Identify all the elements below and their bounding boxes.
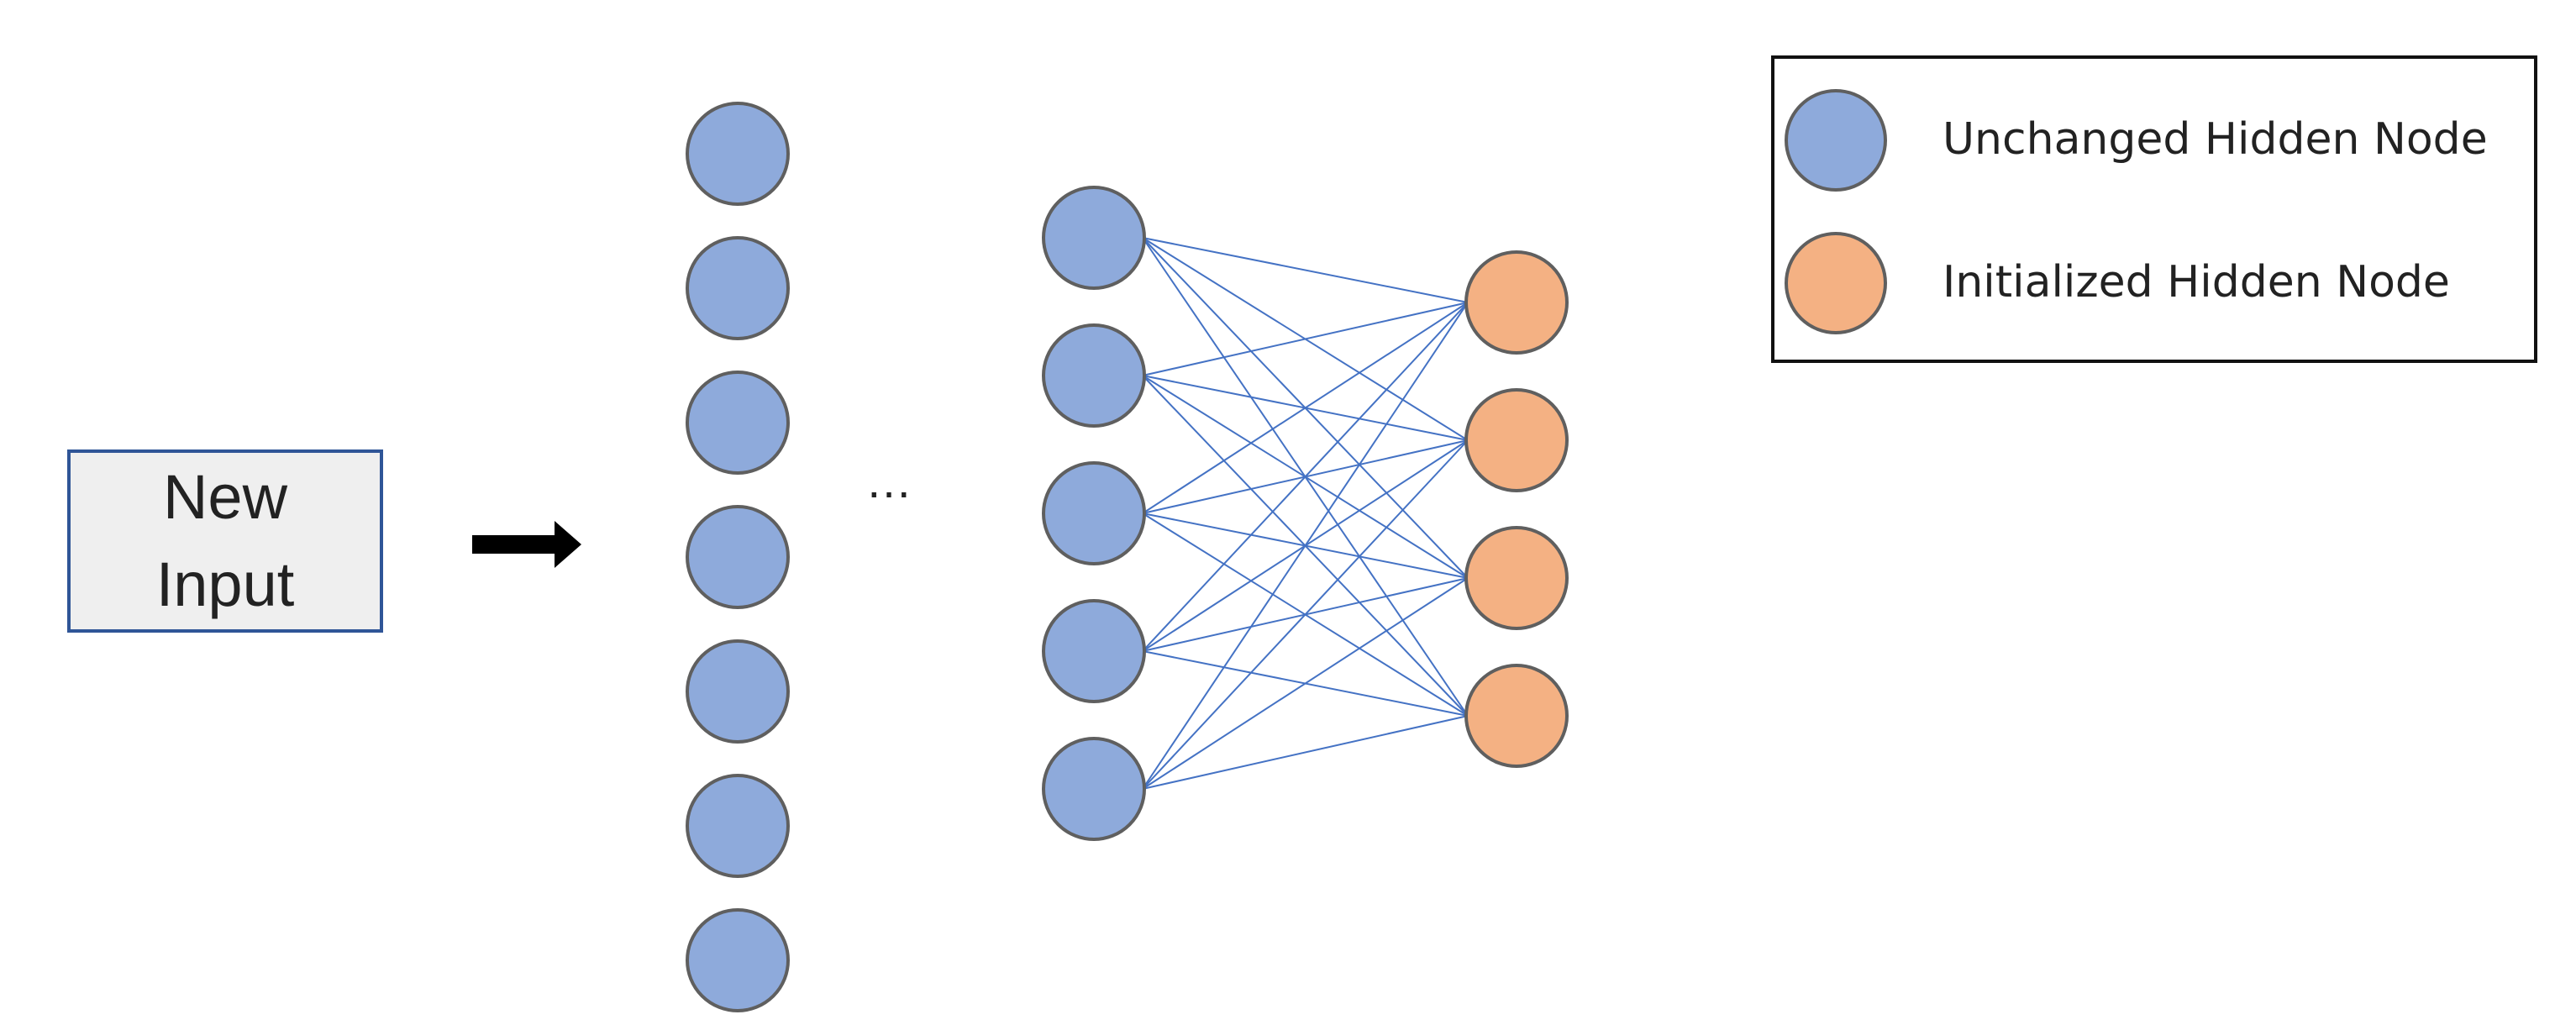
initialized-node <box>1464 250 1569 355</box>
initialized-node <box>1464 388 1569 492</box>
first-layer-node <box>686 908 790 1012</box>
legend-label-initialized: Initialized Hidden Node <box>1943 257 2450 308</box>
first-layer-node <box>686 236 790 340</box>
first-layer-node <box>686 371 790 475</box>
penultimate-layer-node <box>1042 737 1146 841</box>
penultimate-layer-node <box>1042 186 1146 290</box>
first-layer-node <box>686 102 790 206</box>
penultimate-layer-node <box>1042 461 1146 565</box>
connection-line <box>1142 302 1469 790</box>
initialized-node-swatch <box>1785 232 1887 334</box>
connections <box>1142 237 1469 790</box>
first-layer-node <box>686 639 790 744</box>
unchanged-node-swatch <box>1785 89 1887 192</box>
connection-line <box>1142 237 1469 303</box>
initialized-node <box>1464 664 1569 768</box>
connection-line <box>1142 302 1469 652</box>
legend-item-initialized: Initialized Hidden Node <box>1774 232 2534 341</box>
new-input-line1: New <box>162 462 288 532</box>
first-layer-node <box>686 505 790 609</box>
new-input-box: New Input <box>67 449 383 633</box>
connection-line <box>1142 577 1469 790</box>
legend-label-unchanged: Unchanged Hidden Node <box>1943 114 2488 165</box>
legend: Unchanged Hidden Node Initialized Hidden… <box>1771 55 2537 363</box>
penultimate-layer-node <box>1042 599 1146 703</box>
ellipsis: … <box>865 455 912 507</box>
legend-item-unchanged: Unchanged Hidden Node <box>1774 89 2534 198</box>
connection-line <box>1142 715 1469 790</box>
arrow-icon <box>472 521 581 568</box>
connection-line <box>1142 439 1469 790</box>
connection-line <box>1142 302 1469 514</box>
penultimate-layer-node <box>1042 323 1146 428</box>
initialized-node <box>1464 526 1569 630</box>
connection-line <box>1142 302 1469 376</box>
nodes <box>686 102 1569 1012</box>
new-input-line2: Input <box>155 549 295 619</box>
first-layer-node <box>686 774 790 878</box>
